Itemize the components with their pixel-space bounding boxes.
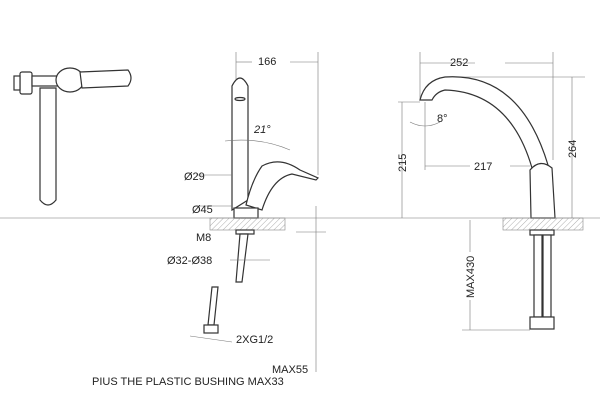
faucet-top-view	[13, 67, 132, 206]
faucet-front-view	[398, 52, 585, 331]
dimension-spout-height: 215	[397, 154, 409, 172]
dimension-thread-m8: M8	[196, 232, 211, 244]
dimension-spout-reach: 217	[474, 161, 492, 173]
dimension-hole-diameter: Ø32-Ø38	[167, 255, 212, 267]
dimension-lever-angle: 21°	[253, 124, 271, 136]
dimension-total-height: 264	[567, 140, 579, 158]
dimension-side-width: 166	[258, 56, 276, 68]
dimension-hose-length: MAX430	[465, 256, 477, 298]
dimension-max-thickness: MAX55	[272, 364, 308, 376]
dimension-spout-angle: 8°	[437, 113, 448, 125]
dimension-dia-45: Ø45	[192, 204, 213, 216]
dimension-hose-thread: 2XG1/2	[236, 334, 273, 346]
faucet-side-view	[189, 52, 326, 372]
dimension-dia-29: Ø29	[184, 171, 205, 183]
bushing-note: PIUS THE PLASTIC BUSHING MAX33	[92, 376, 284, 388]
dimension-front-width: 252	[450, 57, 468, 69]
